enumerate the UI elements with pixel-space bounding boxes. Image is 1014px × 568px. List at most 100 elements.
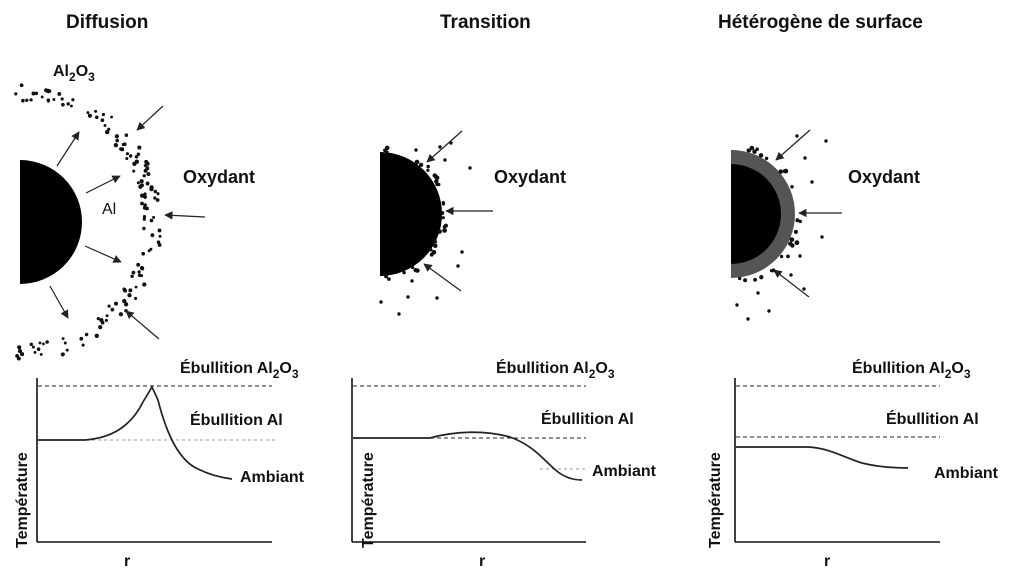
oxide-dot [153, 196, 157, 200]
oxide-dot [749, 145, 755, 151]
ambient-label: Ambiant [592, 463, 657, 480]
oxide-dot [19, 83, 24, 88]
oxide-dot [114, 134, 120, 139]
oxide-dot [432, 173, 437, 178]
oxide-dot [156, 192, 160, 196]
oxide-dot [413, 267, 418, 273]
oxide-dot [136, 181, 140, 185]
panel-title: Hétérogène de surface [718, 12, 923, 33]
oxide-dot [795, 218, 800, 223]
oxide-dot [752, 149, 757, 155]
arrow-inward [426, 130, 463, 163]
oxide-dot [144, 159, 149, 164]
oxide-dot [755, 147, 759, 152]
metal-boiling-label: Ébullition Al [190, 410, 283, 429]
oxide-dot [100, 320, 105, 325]
oxide-dot [460, 250, 464, 254]
oxide-dot [110, 307, 115, 312]
oxide-dot [139, 183, 144, 188]
oxide-dot [100, 118, 105, 123]
oxide-dot [140, 201, 144, 206]
arrow-outward [56, 131, 80, 167]
oxide-dot [110, 115, 114, 119]
oxide-dot [418, 162, 424, 168]
oxide-particle-dots [379, 141, 472, 316]
oxide-dot [383, 148, 387, 153]
oxide-dot [426, 168, 430, 172]
y-axis-label: Température [14, 452, 31, 548]
oxide-dot [758, 153, 764, 158]
panel-surface-heterogeneous: Hétérogène de surface Oxydant Ébullition… [707, 12, 999, 568]
oxide-dot [94, 115, 99, 120]
oxide-dot [141, 251, 146, 256]
oxide-dot [69, 104, 73, 108]
y-axis-label: Température [360, 452, 377, 548]
oxide-dot [158, 234, 162, 238]
arrow-inward [423, 263, 462, 292]
oxide-dot [130, 274, 134, 279]
panel-title: Diffusion [66, 12, 148, 33]
oxide-dot [803, 156, 807, 160]
oxide-dot [137, 270, 141, 274]
oxide-dot [456, 264, 460, 268]
oxide-dot [132, 161, 137, 166]
temperature-curve [38, 385, 233, 480]
oxide-dot [798, 219, 802, 224]
oxide-dot [790, 185, 794, 189]
oxide-dot [134, 296, 138, 300]
oxidizer-label: Oxydant [494, 167, 566, 187]
oxide-dot [33, 350, 37, 354]
oxide-dot [60, 97, 64, 101]
oxide-dot [157, 228, 162, 233]
oxide-dot [435, 182, 440, 187]
oxide-dot [155, 198, 160, 202]
oxide-dot [34, 91, 39, 96]
oxide-dot [132, 169, 136, 173]
oxide-dot [115, 138, 120, 143]
metal-boiling-label: Ébullition Al [886, 409, 979, 428]
oxide-dot [128, 288, 133, 293]
oxide-dot [142, 174, 146, 178]
x-axis-label: r [824, 553, 830, 568]
oxide-dot [105, 314, 109, 318]
oxide-dot [137, 145, 142, 150]
oxidizer-label: Oxydant [848, 167, 920, 187]
oxide-dot [98, 324, 103, 330]
oxide-dot [778, 169, 784, 174]
aluminum-particle [20, 160, 82, 284]
oxide-dot [769, 269, 774, 273]
oxide-dot [17, 345, 22, 350]
oxide-dot [118, 312, 124, 317]
oxide-boiling-label: Ébullition Al2O3 [852, 358, 971, 381]
oxide-shell-dots [14, 83, 162, 361]
oxide-dot [65, 348, 69, 352]
oxide-dot [61, 337, 65, 341]
oxide-dot [136, 152, 141, 157]
oxide-dot [426, 164, 430, 169]
oxide-dot [39, 352, 43, 356]
oxide-dot [435, 296, 439, 300]
oxide-dot [21, 98, 25, 103]
oxide-dot [793, 229, 798, 234]
oxide-boiling-label: Ébullition Al2O3 [496, 358, 615, 381]
oxide-dot [789, 237, 795, 242]
oxide-dot [142, 217, 146, 221]
oxide-dot [125, 152, 129, 156]
oxide-dot [786, 254, 790, 259]
oxide-dot [25, 98, 29, 103]
oxide-dot [66, 102, 70, 106]
oxide-dot [441, 216, 445, 220]
oxide-dot [63, 341, 67, 345]
oxide-dot [143, 195, 147, 199]
oxide-dot [795, 134, 799, 138]
oxide-dot [152, 215, 156, 219]
oxide-dot [433, 240, 438, 244]
oxide-dot [157, 243, 162, 247]
oxide-dot [15, 353, 20, 358]
oxide-dot [46, 88, 51, 94]
oxide-dot [402, 270, 406, 275]
oxide-dot [139, 179, 144, 184]
temperature-profile-chart: Ébullition Al2O3 Ébullition Al Ambiant T… [707, 358, 999, 568]
oxide-dot [47, 99, 50, 103]
oxide-dot [810, 180, 814, 184]
